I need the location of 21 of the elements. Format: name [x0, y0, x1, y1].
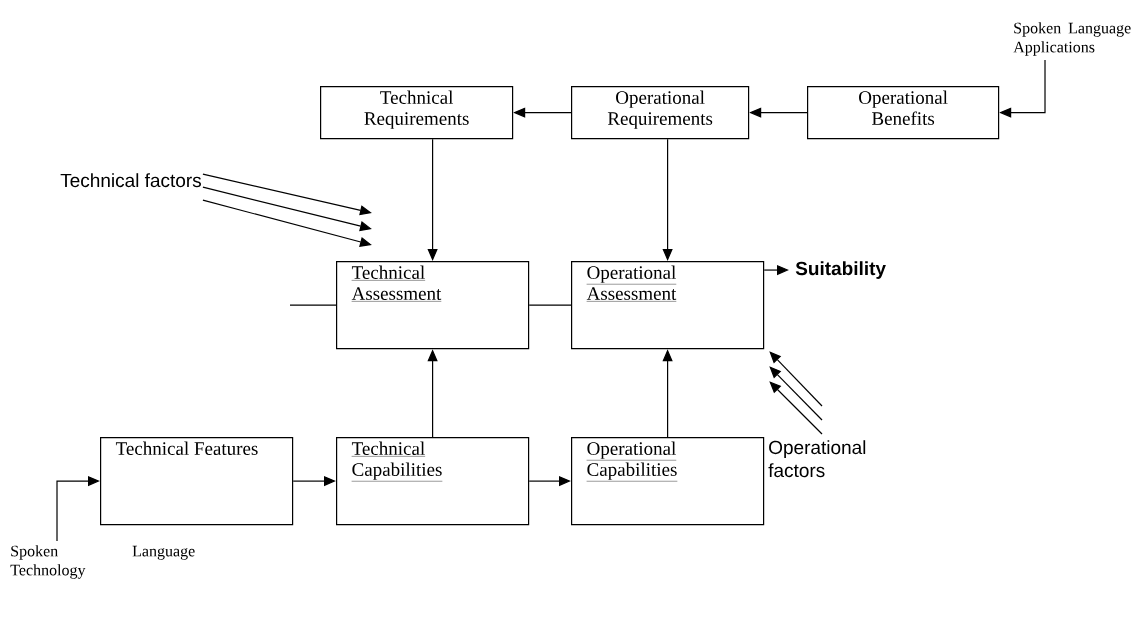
factor-label: Operational factors — [768, 440, 866, 478]
process-box: Operational Capabilities — [571, 437, 765, 526]
process-box: Technical Capabilities — [336, 437, 530, 526]
arrow — [769, 381, 823, 435]
free-text: Spoken Language Applications — [1013, 22, 1131, 56]
process-box: Technical Requirements — [320, 86, 514, 140]
arrow — [202, 173, 372, 216]
output-label: Suitability — [795, 261, 886, 279]
process-box: Operational Benefits — [807, 86, 1000, 140]
process-box: Operational Assessment — [571, 261, 765, 350]
factor-label: Technical factors — [60, 173, 201, 188]
arrow — [56, 475, 100, 542]
process-box: Operational Requirements — [571, 86, 750, 140]
arrow — [427, 138, 438, 261]
process-box: Technical Assessment — [336, 261, 530, 350]
arrow — [202, 199, 372, 247]
arrow — [769, 351, 823, 407]
process-box: Technical Features — [100, 437, 294, 526]
free-text: Spoken Language Technology — [10, 545, 195, 579]
arrow — [662, 138, 673, 261]
arrow — [769, 366, 823, 421]
